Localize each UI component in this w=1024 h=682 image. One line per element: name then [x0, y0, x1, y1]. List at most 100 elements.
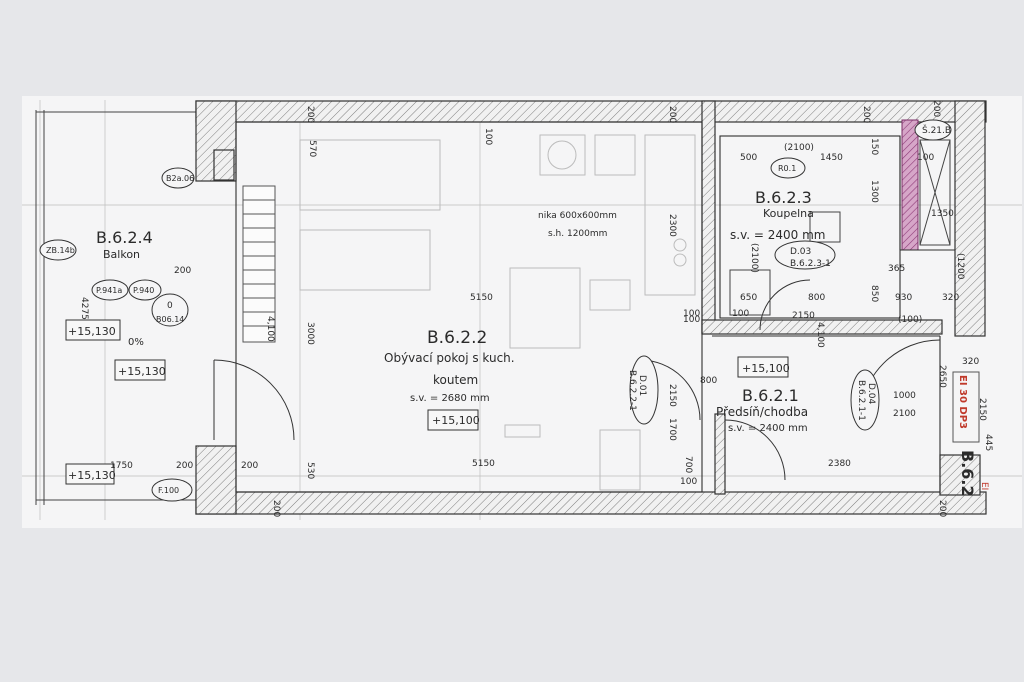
dim-3000: 3000	[305, 322, 315, 345]
dim-2300: 2300	[667, 214, 677, 237]
dim-1450: 1450	[820, 153, 843, 163]
dim-200-top-d: 200	[931, 100, 941, 117]
slope-label: 0%	[128, 337, 144, 348]
installation-shaft	[901, 119, 919, 251]
dim-570: 570	[307, 140, 317, 157]
fire-tag: EI	[979, 482, 989, 490]
balcony-code: B.6.2.4	[96, 228, 153, 247]
door-d01: D.01	[637, 375, 647, 396]
dim-100-mid: 100	[683, 315, 700, 325]
dim-200-bal: 200	[174, 266, 191, 276]
reference-grid	[22, 100, 1022, 520]
living-name-line1: Obývací pokoj s kuch.	[384, 351, 515, 365]
hall-level: +15,100	[742, 362, 790, 375]
interior-lines	[235, 121, 955, 494]
dim-320-b: 320	[962, 357, 979, 367]
door-d03-id: B.6.2.3-1	[790, 259, 831, 269]
dim-800-hall: 800	[700, 376, 717, 386]
dim-200-top-b: 200	[667, 106, 677, 123]
dim-200-top-c: 200	[861, 106, 871, 123]
dim-2380: 2380	[828, 459, 851, 469]
dim-200-top-a: 200	[305, 106, 315, 123]
tag-b0614: B06.14	[156, 315, 184, 324]
dim-4275: 4275	[79, 297, 89, 320]
balcony-name: Balkon	[103, 248, 140, 261]
door-d04: D.04	[866, 383, 876, 405]
dim-150: 150	[869, 138, 879, 155]
bathroom-code: B.6.2.3	[755, 188, 812, 207]
dim-200-bot-b: 200	[241, 461, 258, 471]
dim-2100-bath: (2100)	[784, 143, 814, 153]
staircase	[242, 185, 276, 343]
furniture	[299, 134, 696, 491]
paper-sheet	[22, 96, 1022, 528]
dim-100-bath: 100	[917, 153, 934, 163]
dim-1700: 1700	[667, 418, 677, 441]
block-code: B.6.2	[958, 450, 977, 497]
tag-r01: R0.1	[778, 164, 796, 173]
door-d01-id: B.6.2.2-1	[627, 370, 637, 411]
dim-850: 850	[869, 285, 879, 302]
hall-height: s.v. = 2400 mm	[728, 423, 808, 434]
tag-zb14b: ZB.14b	[46, 246, 75, 255]
dim-1300: 1300	[869, 180, 879, 203]
dim-445: 445	[983, 434, 993, 451]
dim-4100-b: 4,100	[815, 322, 825, 348]
dim-2100-hall: 2100	[893, 409, 916, 419]
dim-1200: (1200	[955, 253, 965, 280]
dim-500: 500	[740, 153, 757, 163]
tag-s21b: Š.21.B	[922, 124, 951, 136]
dim-1750: 1750	[110, 461, 133, 471]
dimensions: 200 200 200 200 570 100 (2100) 500 1450 …	[79, 100, 993, 517]
balcony-level-top: +15,130	[68, 325, 116, 338]
dim-530: 530	[305, 462, 315, 479]
fire-rating: EI 30 DP3	[957, 375, 968, 429]
dim-100-top: 100	[483, 128, 493, 145]
tag-zero: 0	[167, 301, 173, 311]
dim-2100-side: (2100)	[749, 243, 759, 273]
living-code: B.6.2.2	[427, 328, 487, 348]
dim-800-bath: 800	[808, 293, 825, 303]
dim-1000: 1000	[893, 391, 916, 401]
dim-200-bot-c: 200	[271, 500, 281, 517]
balcony-level-bottom: +15,130	[68, 469, 116, 482]
door-d04-id: B.6.2.1-1	[856, 380, 866, 421]
living-height: s.v. = 2680 mm	[410, 393, 490, 404]
dim-200-bot-d: 200	[937, 500, 947, 517]
dim-930: 930	[895, 293, 912, 303]
fire-rating-frame	[952, 371, 980, 443]
dim-4100: 4,100	[265, 316, 275, 342]
hall-name: Předsíň/chodba	[716, 405, 808, 419]
tag-f100: F.100	[158, 486, 179, 495]
dim-365: 365	[888, 264, 905, 274]
dim-2150-r: 2150	[977, 398, 987, 421]
dim-100-bot: 100	[680, 477, 697, 487]
tag-circles	[39, 119, 952, 502]
dim-100-c: (100)	[898, 315, 922, 325]
dim-100-b2: 100	[683, 309, 700, 319]
niche-height-note: s.h. 1200mm	[548, 229, 607, 239]
balcony-level-mid: +15,130	[118, 365, 166, 378]
level-boxes	[65, 319, 789, 485]
dim-2150-hall: 2150	[667, 384, 677, 407]
bathroom-name: Koupelna	[763, 207, 814, 220]
bathroom-height: s.v. = 2400 mm	[730, 228, 825, 242]
walls	[195, 100, 987, 515]
living-level: +15,100	[432, 414, 480, 427]
dim-100-b1: 100	[732, 309, 749, 319]
dim-650: 650	[740, 293, 757, 303]
dim-700: 700	[683, 456, 693, 473]
niche-note: nika 600x600mm	[538, 211, 617, 221]
dim-5150-mid: 5150	[470, 293, 493, 303]
dim-320-a: 320	[942, 293, 959, 303]
dim-2150-b: 2150	[792, 311, 815, 321]
door-d03: D.03	[790, 247, 811, 257]
dim-5150-bot: 5150	[472, 459, 495, 469]
dim-2650: 2650	[937, 365, 947, 388]
dim-200-bot-a: 200	[176, 461, 193, 471]
hall-code: B.6.2.1	[742, 386, 799, 405]
tag-b2a06: B2a.06	[166, 174, 194, 183]
tag-p940: P.940	[133, 286, 154, 295]
